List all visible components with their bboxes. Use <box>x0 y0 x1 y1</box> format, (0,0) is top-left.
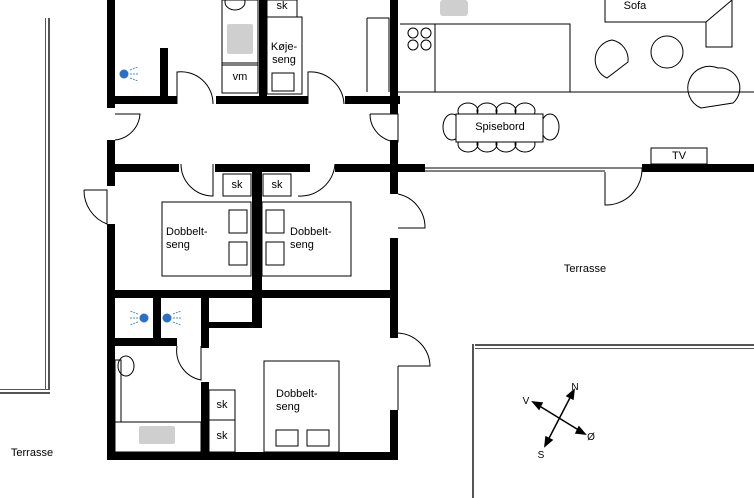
compass-s: S <box>537 450 545 461</box>
door-swings <box>83 71 643 410</box>
terrace-border <box>0 18 754 498</box>
label-sk-top: sk <box>276 0 288 12</box>
label-terrasse-right: Terrasse <box>563 263 607 275</box>
bathtub-icon <box>227 24 253 54</box>
label-sofa: Sofa <box>623 0 647 12</box>
label-vm: vm <box>232 71 248 83</box>
label-spisebord: Spisebord <box>475 121 525 133</box>
compass-o: Ø <box>587 432 595 443</box>
room-label-dobbelt-seng-bottom: Dobbelt-seng <box>276 388 318 413</box>
room-label-koje-seng: Køje-seng <box>270 41 298 66</box>
label-terrasse-left: Terrasse <box>10 447 54 459</box>
label-sk-mid-left: sk <box>231 179 243 191</box>
bathtub-icon <box>139 426 175 444</box>
label-tv: TV <box>671 150 687 162</box>
label-sk-bottom-1: sk <box>216 399 228 411</box>
label-sk-bottom-2: sk <box>216 430 228 442</box>
furniture <box>114 0 741 453</box>
label-sk-mid-right: sk <box>271 179 283 191</box>
room-label-dobbelt-seng-right: Dobbelt-seng <box>290 226 332 251</box>
shower-icon <box>119 66 182 326</box>
living-room-outline <box>366 17 754 172</box>
compass-n: N <box>571 382 579 393</box>
compass-v: V <box>522 396 530 407</box>
room-label-dobbelt-seng-left: Dobbelt-seng <box>166 226 208 251</box>
compass-icon <box>531 388 587 448</box>
walls <box>107 0 754 460</box>
